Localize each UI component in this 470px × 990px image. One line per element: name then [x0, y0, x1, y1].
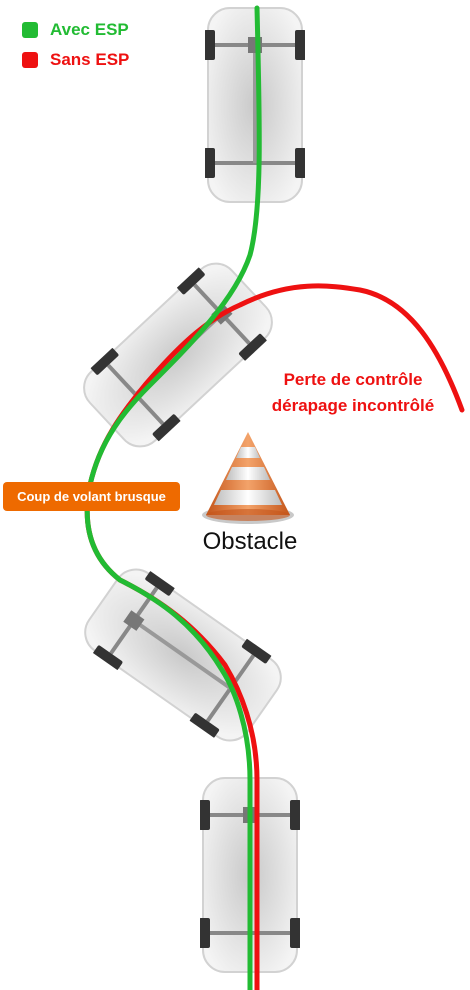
trajectory-with-esp	[84, 5, 262, 990]
loss-of-control-line1: Perte de contrôle	[283, 370, 423, 389]
traffic-cone-icon	[202, 432, 294, 524]
legend-label-without-esp: Sans ESP	[50, 50, 130, 69]
legend-swatch-with-esp	[22, 22, 38, 38]
car-top	[205, 6, 305, 204]
legend-without-esp: Sans ESP	[22, 50, 129, 70]
legend-with-esp: Avec ESP	[22, 20, 129, 40]
loss-of-control-line2: dérapage incontrôlé	[271, 396, 435, 415]
callout-label: Coup de volant brusque	[17, 489, 166, 504]
sharp-steer-callout: Coup de volant brusque	[3, 482, 180, 511]
obstacle-label: Obstacle	[202, 528, 298, 555]
car-lower-turning	[72, 556, 294, 754]
legend-swatch-without-esp	[22, 52, 38, 68]
loss-of-control-label: Perte de contrôle dérapage incontrôlé	[236, 367, 470, 419]
legend-label-with-esp: Avec ESP	[50, 20, 129, 39]
